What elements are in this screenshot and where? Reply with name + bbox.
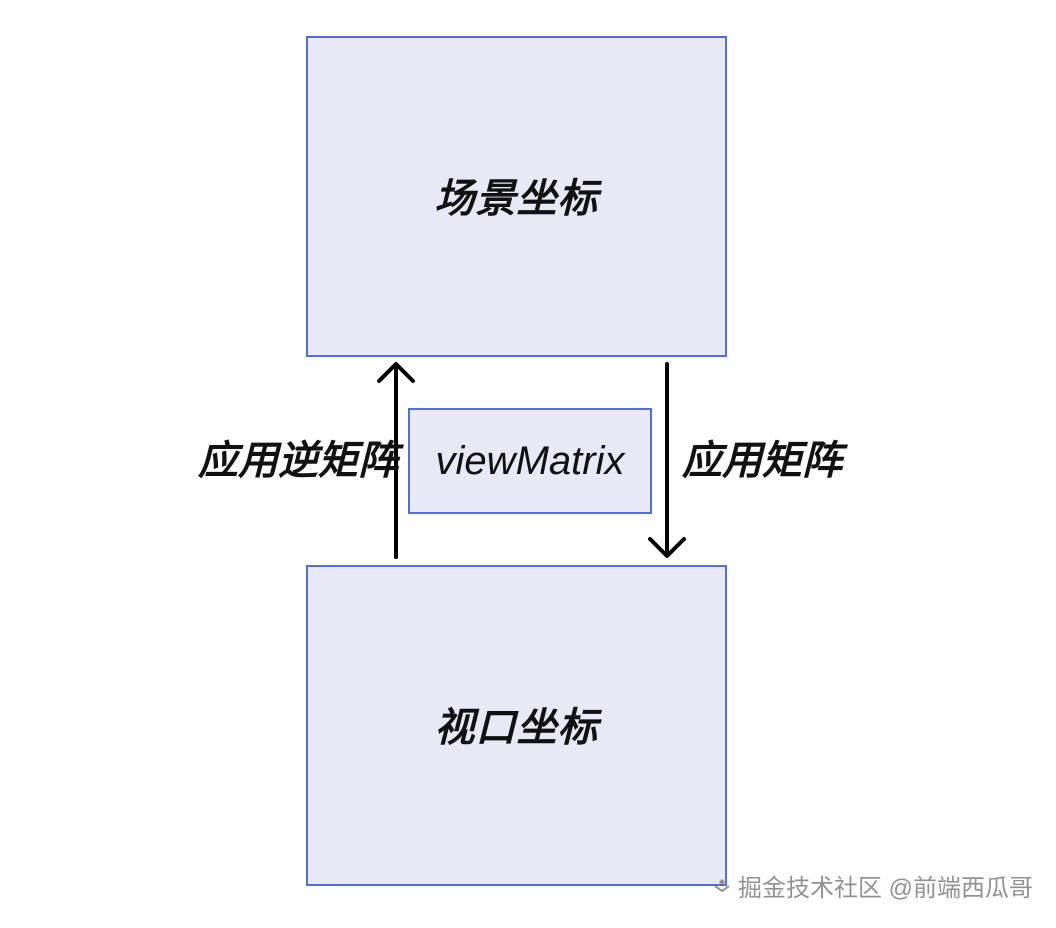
down-arrow [648,362,686,558]
view-matrix-box: viewMatrix [408,408,652,514]
down-arrow-head [648,537,686,558]
viewport-coordinates-box: 视口坐标 [306,565,727,886]
apply-matrix-label: 应用矩阵 [682,439,842,483]
scene-coordinates-label: 场景坐标 [434,176,599,221]
up-arrow-head [377,362,415,383]
scene-coordinates-box: 场景坐标 [306,36,727,357]
watermark-text: 掘金技术社区 @前端西瓜哥 [738,875,1034,902]
juejin-logo-icon [714,878,730,892]
watermark: 掘金技术社区 @前端西瓜哥 [712,868,1033,903]
apply-inverse-matrix-label: 应用逆矩阵 [198,439,398,483]
viewport-coordinates-label: 视口坐标 [434,705,599,750]
view-matrix-label: viewMatrix [435,438,625,483]
